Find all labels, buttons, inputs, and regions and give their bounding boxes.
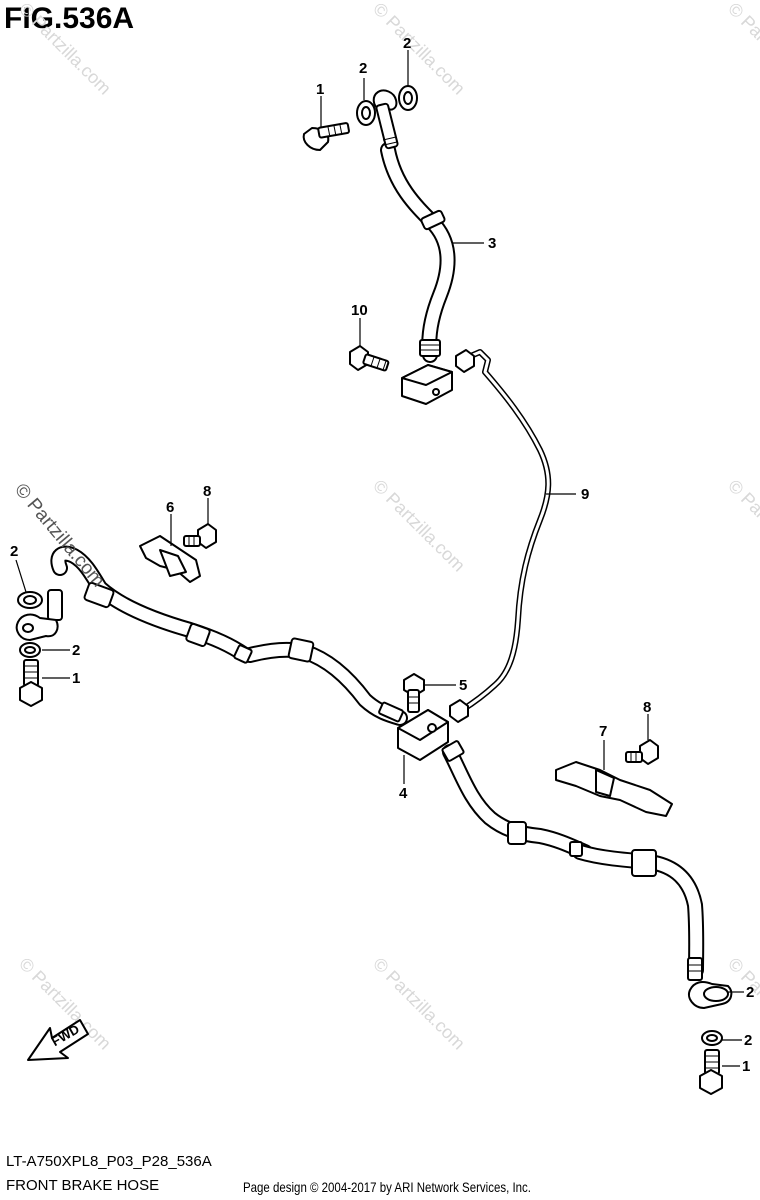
callout-2: 2 [744,1032,752,1049]
bolt-8-lower [625,739,659,765]
leader-lines [15,50,744,1067]
callout-8: 8 [203,483,211,500]
watermark: © Partzilla.com [724,0,760,99]
callout-9: 9 [581,486,589,503]
callout-6: 6 [166,499,174,516]
model-code: LT-A750XPL8_P03_P28_536A [6,1153,212,1170]
watermark: © Partzilla.com [369,476,469,576]
callout-2: 2 [403,35,411,52]
bolt-8-upper [183,523,217,549]
callout-2: 2 [359,60,367,77]
callout-2: 2 [72,642,80,659]
watermark: © Partzilla.com [724,476,760,576]
callout-10: 10 [351,302,368,319]
callout-1: 1 [742,1058,750,1075]
callout-8: 8 [643,699,651,716]
left-banjo-bolt-set [17,591,43,707]
bracket-7 [555,761,673,817]
bracket-6 [139,535,201,583]
forward-direction-arrow: FWD [27,1019,89,1061]
watermark: © Partzilla.com [369,954,469,1054]
left-brake-hose [15,545,408,726]
figure-title: FIG.536A [4,2,135,35]
junction-block-4 [378,701,449,761]
upper-brake-hose [372,89,456,405]
callout-5: 5 [459,677,467,694]
copyright-notice: Page design © 2004-2017 by ARI Network S… [243,1179,531,1195]
callout-labels: 1 2 2 3 10 9 6 8 2 2 1 5 4 7 8 2 2 1 [10,35,754,1075]
callout-4: 4 [399,785,408,802]
callout-2: 2 [10,543,18,560]
callout-2: 2 [746,984,754,1001]
right-banjo-bolt-set [699,1030,723,1095]
watermark: © Partzilla.com [15,0,115,99]
watermark: © Partzilla.com [369,0,469,99]
section-name: FRONT BRAKE HOSE [6,1177,160,1194]
bolt-5 [403,673,425,713]
bolt-10 [349,345,390,372]
callout-1: 1 [72,670,80,687]
callout-1: 1 [316,81,324,98]
metal-brake-pipe [449,349,552,723]
callout-7: 7 [599,723,607,740]
right-brake-hose [441,740,733,1009]
watermark: © Partzilla.com [724,954,760,1054]
callout-3: 3 [488,235,496,252]
